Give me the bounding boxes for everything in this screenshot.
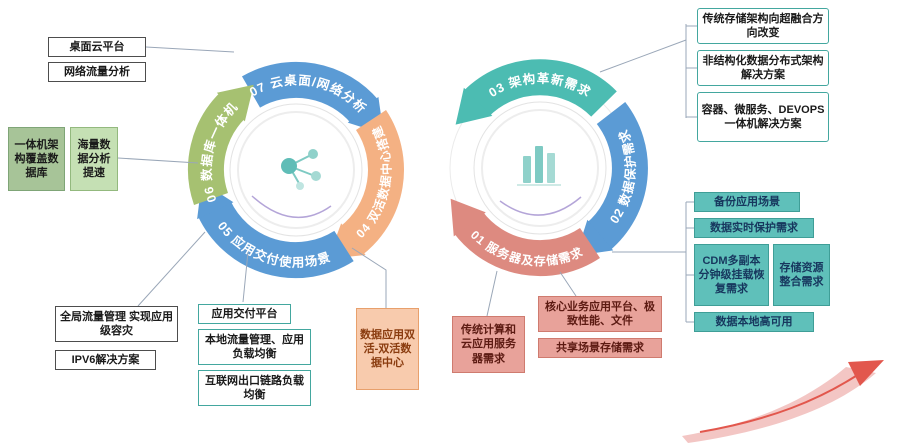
- arc-05-app-delivery: [197, 181, 354, 279]
- callout-mass-data: 海量数据分析提速: [70, 127, 118, 191]
- callout-ipv6: IPV6解决方案: [55, 350, 156, 370]
- callout-backup-label: 备份应用场景: [714, 195, 780, 208]
- callout-ipv6-label: IPV6解决方案: [71, 353, 140, 366]
- callout-desktop-cloud-label: 桌面云平台: [69, 40, 125, 53]
- callout-realtime-protect-label: 数据实时保护需求: [710, 221, 798, 234]
- callout-app-delivery: 应用交付平台: [198, 304, 291, 324]
- callout-allinone-arch: 一体机架构覆盖数据库: [8, 127, 65, 191]
- bar-chart-icon: [517, 146, 561, 186]
- callout-internet-link-label: 互联网出口链路负载均衡: [205, 374, 304, 401]
- callout-core-business: 核心业务应用平台、极致性能、文件: [538, 296, 662, 332]
- callout-storage-consolidation: 存储资源整合需求: [773, 244, 830, 306]
- arc-06-database-appliance: [187, 84, 254, 205]
- callout-container-devops-label: 容器、微服务、DEVOPS一体机解决方案: [701, 103, 825, 130]
- callout-core-business-label: 核心业务应用平台、极致性能、文件: [545, 300, 655, 327]
- right-inner-circle: [473, 101, 607, 235]
- callout-desktop-cloud: 桌面云平台: [48, 37, 146, 57]
- arc-02-data-protection: [575, 101, 648, 256]
- callout-dual-active: 数据应用双活-双活数据中心: [356, 308, 419, 390]
- left-center-circle: [237, 111, 355, 229]
- callout-local-ha: 数据本地高可用: [694, 312, 814, 332]
- arc-01-server-storage: [450, 198, 600, 277]
- callout-local-ha-label: 数据本地高可用: [715, 315, 793, 328]
- callout-app-delivery-label: 应用交付平台: [211, 307, 278, 320]
- callout-shared-storage: 共享场景存储需求: [538, 338, 662, 358]
- callout-storage-hci: 传统存储架构向超融合方向改变: [697, 8, 829, 44]
- callout-realtime-protect: 数据实时保护需求: [694, 218, 814, 238]
- connector-lines: [117, 24, 697, 323]
- callout-internet-link: 互联网出口链路负载均衡: [198, 370, 311, 406]
- arc-03-architecture: [455, 59, 617, 125]
- arc-07-cloud-desktop: [241, 61, 384, 135]
- callout-mass-data-label: 海量数据分析提速: [77, 138, 111, 180]
- callout-network-traffic: 网络流量分析: [48, 62, 146, 82]
- callout-backup: 备份应用场景: [694, 192, 800, 212]
- callout-storage-hci-label: 传统存储架构向超融合方向改变: [702, 12, 824, 39]
- callout-network-traffic-label: 网络流量分析: [64, 65, 130, 78]
- right-purple-accent-arc: [499, 196, 582, 216]
- decorative-swoosh-arrow: [682, 360, 884, 443]
- arc-04-dual-active: [328, 110, 404, 259]
- callout-shared-storage-label: 共享场景存储需求: [556, 341, 644, 354]
- molecule-icon: [281, 149, 321, 190]
- callout-allinone-arch-label: 一体机架构覆盖数据库: [14, 138, 59, 180]
- callout-local-traffic-label: 本地流量管理、应用负载均衡: [205, 333, 304, 360]
- callout-global-traffic-label: 全局流量管理 实现应用级容灾: [59, 310, 174, 337]
- callout-global-traffic: 全局流量管理 实现应用级容灾: [55, 306, 178, 342]
- callout-unstructured-label: 非结构化数据分布式架构解决方案: [702, 54, 824, 81]
- callout-storage-consolidation-label: 存储资源整合需求: [779, 261, 824, 288]
- callout-local-traffic: 本地流量管理、应用负载均衡: [198, 329, 311, 365]
- callout-container-devops: 容器、微服务、DEVOPS一体机解决方案: [697, 92, 829, 142]
- callout-traditional-compute: 传统计算和云应用服务器需求: [452, 316, 525, 373]
- callout-traditional-compute-label: 传统计算和云应用服务器需求: [461, 324, 516, 365]
- callout-unstructured: 非结构化数据分布式架构解决方案: [697, 50, 829, 86]
- left-purple-accent-arc: [251, 195, 332, 219]
- callout-cdm-label: CDM多副本分钟级挂载恢复需求: [698, 254, 765, 296]
- callout-cdm: CDM多副本分钟级挂载恢复需求: [694, 244, 769, 306]
- left-inner-circle: [229, 103, 363, 237]
- callout-dual-active-label: 数据应用双活-双活数据中心: [360, 328, 415, 370]
